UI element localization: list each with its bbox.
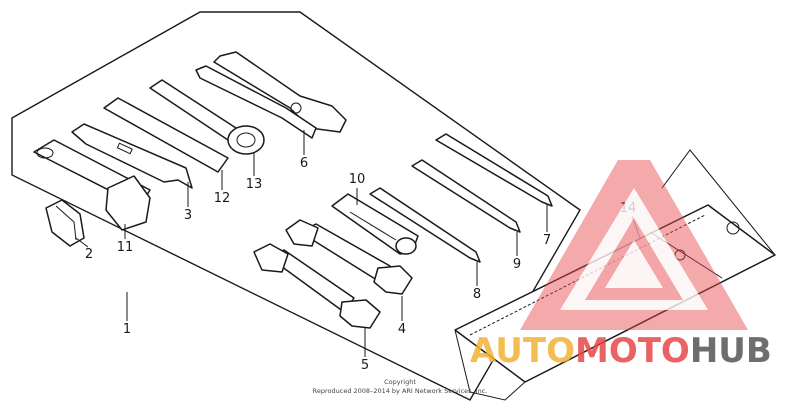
copyright-notice: Reproduced 2008–2014 by ARI Network Serv… (313, 387, 488, 395)
callout-12: 12 (214, 191, 231, 206)
screwdriver-shaft (411, 159, 521, 233)
copyright-title: Copyright (384, 378, 416, 386)
open-end-wrench-small (253, 243, 381, 329)
flat-blade (103, 97, 229, 173)
open-end-wrench-large (285, 219, 413, 295)
pin-spanner (71, 123, 193, 189)
callout-10: 10 (349, 172, 366, 187)
callout-7: 7 (543, 233, 551, 248)
callout-4: 4 (398, 322, 406, 337)
callout-1: 1 (123, 322, 131, 337)
ring-wrench (149, 79, 265, 155)
toolkit-outline (11, 11, 581, 401)
watermark-text: AUTOMOTOHUB (470, 331, 772, 371)
phillips-screwdriver (369, 187, 481, 263)
pliers (195, 51, 347, 139)
callout-6: 6 (300, 156, 308, 171)
screwdriver-handle (331, 193, 419, 255)
callout-5: 5 (361, 358, 369, 373)
spark-plug-socket (45, 199, 85, 247)
box-wrench (33, 139, 151, 231)
callout-9: 9 (513, 257, 521, 272)
watermark-logo: AUTOMOTOHUB (470, 160, 772, 371)
leader-lines (75, 130, 641, 357)
callout-3: 3 (184, 208, 192, 223)
extension-shaft (435, 133, 553, 207)
callout-8: 8 (473, 287, 481, 302)
callout-2: 2 (85, 247, 93, 262)
callout-13: 13 (246, 177, 263, 192)
callout-11: 11 (117, 240, 134, 255)
